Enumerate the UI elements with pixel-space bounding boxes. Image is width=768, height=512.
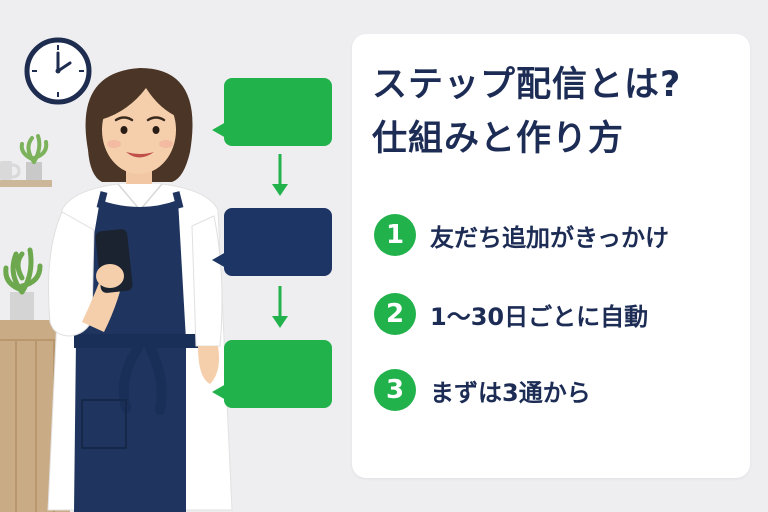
chat-bubble-icon (212, 78, 332, 146)
step-item-2: 2 1〜30日ごとに自動 (374, 291, 648, 337)
step-item-3: 3 まずは3通から (374, 367, 591, 413)
step-label: 友だち追加がきっかけ (430, 223, 670, 252)
chat-bubble-icon (212, 208, 332, 276)
step-number-badge: 2 (374, 293, 416, 335)
info-card: ステップ配信とは? 仕組みと作り方 1 友だち追加がきっかけ 2 1〜30日ごと… (352, 34, 750, 478)
title-line-1: ステップ配信とは? (372, 65, 682, 105)
down-arrow-icon (272, 154, 288, 196)
down-arrow-icon (272, 286, 288, 328)
wall-clock-icon (24, 37, 92, 105)
woman-in-apron (47, 68, 233, 512)
step-label: まずは3通から (430, 378, 591, 407)
step-label: 1〜30日ごとに自動 (430, 302, 649, 331)
shelf (0, 180, 52, 187)
step-item-1: 1 友だち追加がきっかけ (374, 212, 669, 258)
step-number-badge: 1 (374, 214, 416, 256)
step-number-badge: 3 (374, 369, 416, 411)
page-title: ステップ配信とは? 仕組みと作り方 (372, 58, 681, 166)
chat-bubble-icon (212, 340, 332, 408)
coffee-mug-icon (0, 161, 21, 180)
potted-plant-icon (3, 247, 43, 320)
title-line-2: 仕組みと作り方 (372, 119, 625, 159)
potted-plant-icon (19, 134, 49, 180)
